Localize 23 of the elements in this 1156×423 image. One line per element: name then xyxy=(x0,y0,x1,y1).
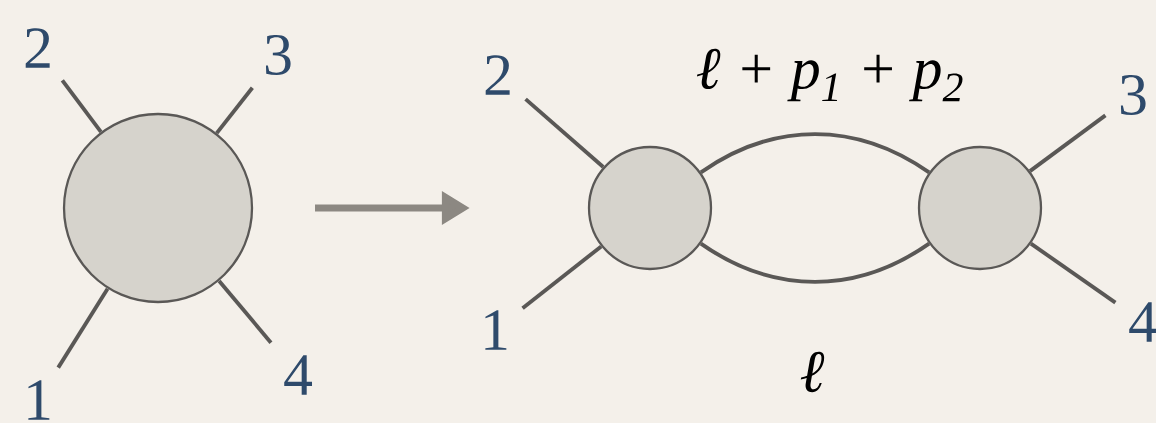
leg-line xyxy=(56,287,110,369)
edge-label: ℓ xyxy=(800,351,825,393)
leg-line xyxy=(521,244,603,310)
blob-circle xyxy=(587,145,713,271)
leg-line xyxy=(215,86,254,135)
leg-number: 4 xyxy=(284,355,312,395)
leg-number: 3 xyxy=(1120,74,1146,116)
leg-number: 1 xyxy=(485,310,507,350)
leg-number: 2 xyxy=(25,28,50,68)
blob-circle xyxy=(62,112,254,304)
leg-number: 4 xyxy=(1129,302,1156,342)
leg-number: 2 xyxy=(485,55,510,95)
loop-line xyxy=(699,242,931,284)
leg-line xyxy=(60,79,103,134)
leg-number: 1 xyxy=(28,380,50,420)
loop-line xyxy=(699,132,931,174)
blob-circle xyxy=(917,145,1043,271)
leg-number: 3 xyxy=(265,34,291,76)
leg-line xyxy=(1028,113,1107,173)
leg-line xyxy=(524,97,605,169)
edge-label: ℓ + p$_{1}$ + p$_{2}$ xyxy=(696,48,963,102)
leg-line xyxy=(217,279,273,344)
leg-line xyxy=(1029,242,1117,305)
